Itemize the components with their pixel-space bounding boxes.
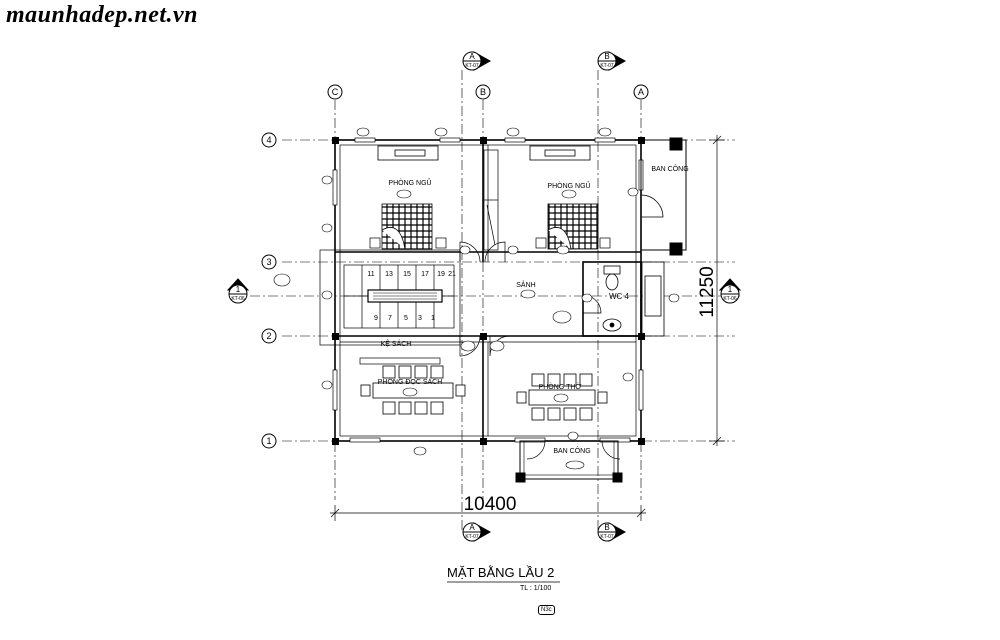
grid-row-4: [261, 132, 277, 148]
section-b-top-label: B: [604, 52, 609, 61]
grid-lines: [250, 70, 740, 530]
grid-row-4-label: 4: [266, 135, 271, 145]
stair-number-11: 11: [367, 271, 374, 278]
grid-col-a: [633, 84, 649, 100]
grid-row-1-label: 1: [266, 436, 271, 446]
stair-number-21: 21: [448, 271, 456, 278]
grid-col-a-label: A: [638, 87, 644, 97]
room-bedroom-right: PHÒNG NGỦ: [547, 181, 590, 190]
wc-fixtures: [602, 261, 665, 337]
dimension-width: 10400: [464, 494, 517, 515]
door-swings: [459, 241, 621, 460]
stair-number-19: 19: [437, 271, 445, 278]
grid-col-c: [327, 84, 343, 100]
dimension-lines: [330, 135, 725, 521]
section-a-bottom-sheet: KT-07: [465, 534, 479, 540]
room-bookshelf: KỆ SÁCH: [381, 339, 412, 348]
grid-row-markers: [261, 132, 277, 449]
section-markers: [226, 51, 742, 542]
stair-number-3: 3: [418, 315, 422, 322]
grid-column-markers: [327, 84, 649, 100]
section-b-bottom-sheet: KT-07: [600, 534, 614, 540]
grid-row-3-label: 3: [266, 257, 271, 267]
section-left-sheet: KT-06: [231, 296, 245, 302]
nightstands: [369, 237, 611, 249]
stair-number-9: 9: [374, 315, 378, 322]
reference-tags: [273, 127, 680, 470]
room-wc: WC 4: [609, 292, 630, 301]
grid-col-b-label: B: [480, 87, 486, 97]
walls: [319, 139, 642, 442]
plan-scale: TL : 1/100: [520, 585, 552, 592]
room-bedroom-left: PHÒNG NGỦ: [388, 178, 431, 187]
stair-number-15: 15: [403, 271, 411, 278]
section-right-sheet: KT-06: [723, 296, 737, 302]
bed-left: [377, 145, 439, 250]
watermark-logo: maunhadep.net.vn: [6, 2, 199, 28]
stair-number-13: 13: [385, 271, 393, 278]
dimension-height: 11250: [697, 266, 718, 317]
stair-number-7: 7: [388, 315, 392, 322]
room-worship: PHÒNG THỜ: [539, 382, 582, 391]
balcony-top: [640, 137, 687, 256]
staircase: [343, 264, 455, 329]
stair-number-1: 1: [431, 315, 435, 322]
north-tag: N3c: [538, 605, 555, 615]
section-a-top-label: A: [469, 52, 475, 61]
wardrobe: [483, 149, 499, 251]
section-a-bottom-label: A: [469, 523, 475, 532]
section-b-bottom-label: B: [604, 523, 609, 532]
grid-row-3: [261, 254, 277, 270]
section-right-number: 1: [728, 285, 733, 294]
section-a-top-sheet: KT-07: [465, 63, 479, 69]
grid-col-b: [475, 84, 491, 100]
room-hall: SẢNH: [516, 280, 535, 289]
grid-row-2-label: 2: [266, 331, 271, 341]
room-balcony-bottom: BAN CÔNG: [553, 446, 590, 455]
balcony-bottom: [515, 440, 623, 483]
stair-number-5: 5: [404, 315, 408, 322]
room-reading: PHÒNG ĐỌC SÁCH: [378, 377, 443, 386]
room-balcony-top: BAN CÔNG: [651, 164, 688, 173]
stair-number-17: 17: [421, 271, 429, 278]
grid-col-c-label: C: [332, 87, 339, 97]
grid-row-1: [261, 433, 277, 449]
section-b-top-sheet: KT-07: [600, 63, 614, 69]
bookshelf: [359, 357, 441, 365]
bed-right: [529, 145, 599, 250]
grid-row-2: [261, 328, 277, 344]
section-left-number: 1: [236, 285, 241, 294]
plan-title: MẶT BẰNG LẦU 2: [447, 565, 555, 580]
